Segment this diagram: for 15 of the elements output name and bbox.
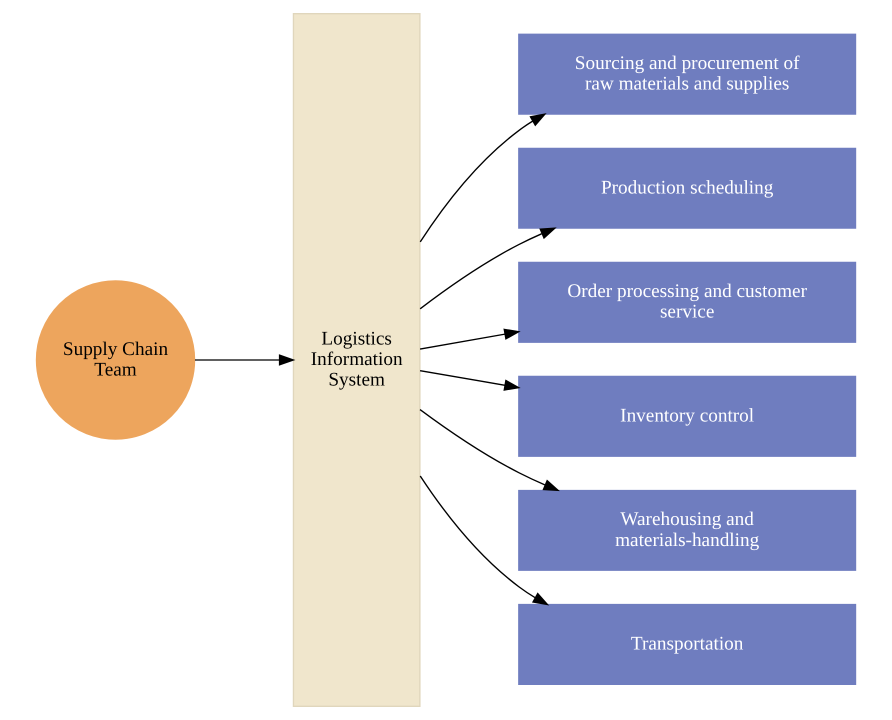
node-box: Transportation (518, 604, 856, 685)
node-box: Warehousing and materials-handling (518, 490, 856, 571)
arrow (420, 113, 547, 242)
arrow (194, 354, 296, 366)
arrow (420, 328, 521, 350)
node-box: Production scheduling (518, 148, 856, 229)
arrow (420, 370, 521, 391)
arrow (420, 476, 550, 606)
arrow (420, 227, 557, 310)
node-circle: Supply Chain Team (36, 280, 196, 440)
node-box: Sourcing and procurement of raw materials and supplies (518, 34, 856, 115)
node-box: Inventory control (518, 376, 856, 457)
arrow (420, 408, 560, 492)
node-box: Order processing and customer service (518, 262, 856, 343)
node-box: Logistics Information System (292, 13, 421, 707)
